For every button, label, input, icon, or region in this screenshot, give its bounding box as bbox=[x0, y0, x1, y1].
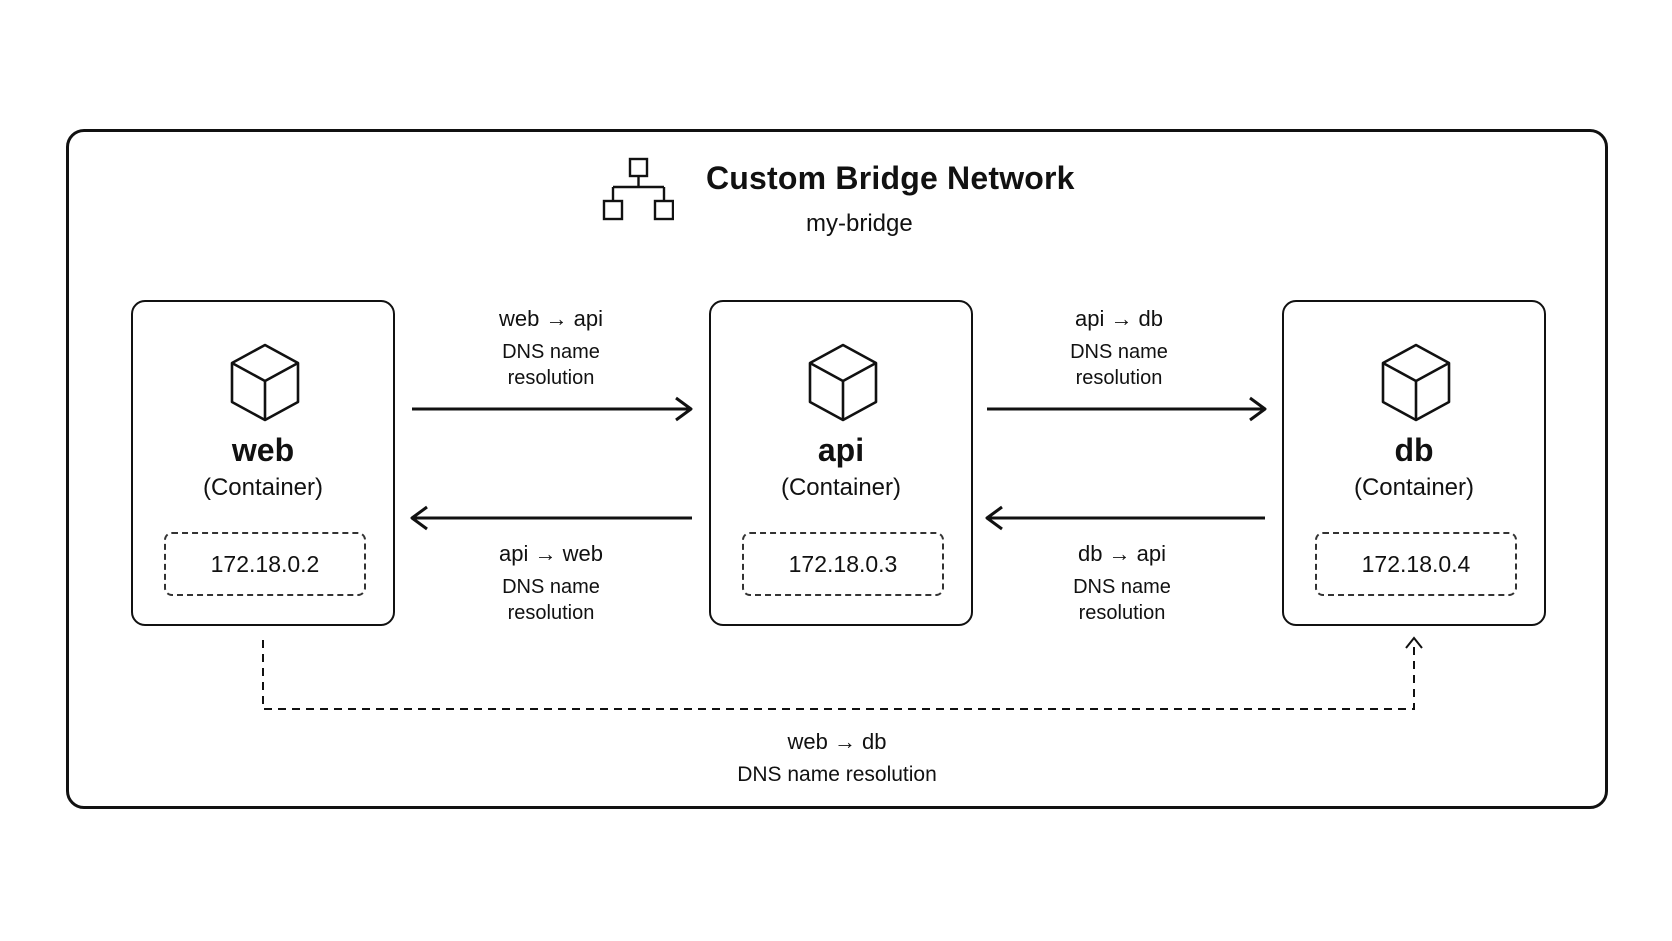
link-label-web-to-db: web → db DNS name resolution bbox=[706, 727, 968, 788]
container-api[interactable]: api (Container) 172.18.0.3 bbox=[709, 300, 973, 626]
link-route: api → db bbox=[1074, 306, 1164, 331]
container-cube-icon bbox=[808, 343, 878, 422]
link-label-db-to-api: db → api DNS name resolution bbox=[1041, 539, 1203, 626]
container-ip: 172.18.0.4 bbox=[1315, 532, 1517, 596]
link-desc-line2: resolution bbox=[507, 367, 595, 389]
link-desc-line1: DNS name bbox=[1070, 341, 1168, 363]
container-name: db bbox=[1394, 432, 1434, 468]
link-route: db → api bbox=[1077, 541, 1167, 566]
bridge-network-frame bbox=[66, 129, 1608, 809]
container-cube-icon bbox=[1381, 343, 1451, 422]
container-cube-icon bbox=[230, 343, 300, 422]
container-kind: (Container) bbox=[1353, 474, 1475, 501]
link-desc-line2: resolution bbox=[507, 602, 595, 624]
container-ip: 172.18.0.3 bbox=[742, 532, 944, 596]
container-name: web bbox=[231, 432, 295, 468]
link-desc-line2: resolution bbox=[1078, 602, 1166, 624]
container-db[interactable]: db (Container) 172.18.0.4 bbox=[1282, 300, 1546, 626]
container-web[interactable]: web (Container) 172.18.0.2 bbox=[131, 300, 395, 626]
container-name: api bbox=[817, 432, 865, 468]
link-desc: DNS name resolution bbox=[737, 763, 937, 786]
link-desc-line1: DNS name bbox=[502, 576, 600, 598]
link-desc-line1: DNS name bbox=[502, 341, 600, 363]
network-title: Custom Bridge Network bbox=[706, 160, 1075, 196]
link-label-web-to-api: web → api DNS name resolution bbox=[470, 304, 632, 391]
link-label-api-to-db: api → db DNS name resolution bbox=[1038, 304, 1200, 391]
link-label-api-to-web: api → web DNS name resolution bbox=[470, 539, 632, 626]
container-ip: 172.18.0.2 bbox=[164, 532, 366, 596]
container-kind: (Container) bbox=[202, 474, 324, 501]
link-desc-line2: resolution bbox=[1075, 367, 1163, 389]
link-desc-line1: DNS name bbox=[1073, 576, 1171, 598]
link-route: api → web bbox=[499, 541, 603, 566]
link-route: web → api bbox=[499, 306, 603, 331]
network-name: my-bridge bbox=[806, 210, 913, 237]
link-route: web → db bbox=[787, 729, 887, 754]
network-topology-icon bbox=[602, 157, 674, 221]
container-kind: (Container) bbox=[780, 474, 902, 501]
